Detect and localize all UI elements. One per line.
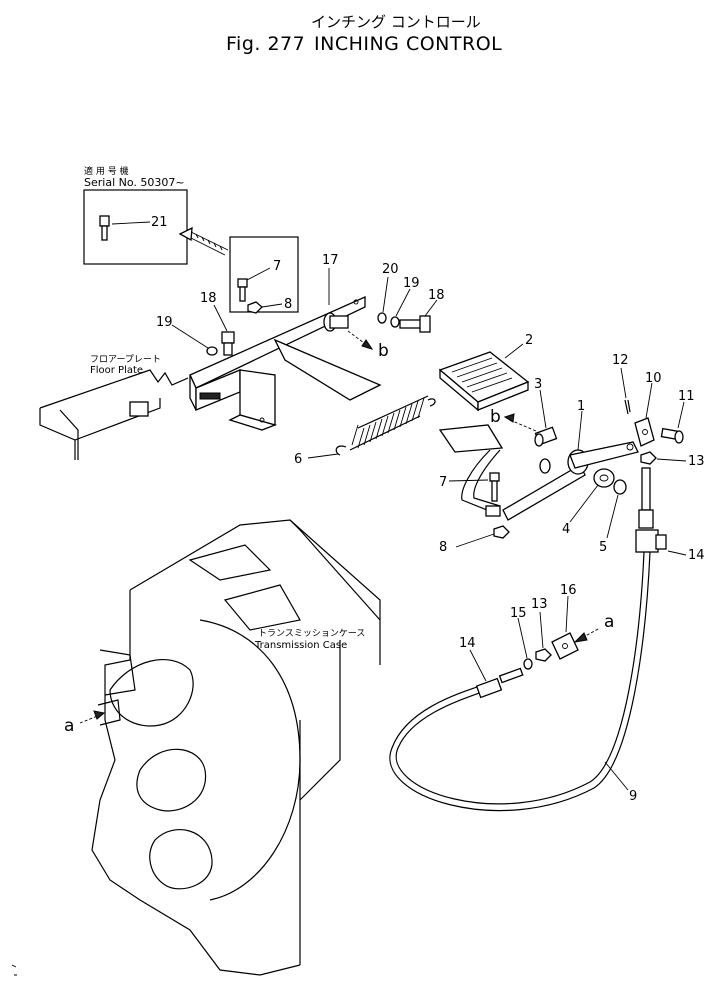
callout-12: 12 bbox=[612, 353, 629, 368]
washer-19-right-icon bbox=[390, 316, 400, 328]
floor-plate-en: Floor Plate bbox=[90, 365, 143, 376]
callout-7-bottom: 7 bbox=[439, 475, 447, 490]
floor-plate bbox=[39, 369, 189, 460]
transmission-case-en: Transmission Case bbox=[254, 640, 347, 651]
serial-number: Serial No. 50307~ bbox=[84, 176, 185, 189]
nut-13-right-icon bbox=[640, 451, 657, 465]
callout-15: 15 bbox=[510, 606, 527, 621]
callout-14-right: 14 bbox=[688, 548, 705, 563]
serial-box-frame bbox=[83, 189, 188, 265]
callout-18-left: 18 bbox=[200, 291, 217, 306]
bolt-7-detail-icon bbox=[237, 278, 248, 302]
title-english: INCHING CONTROL bbox=[314, 33, 502, 55]
callout-16: 16 bbox=[560, 583, 577, 598]
callout-4: 4 bbox=[562, 522, 570, 537]
nut-8-detail-icon bbox=[247, 301, 263, 314]
figure-number: Fig. 277 bbox=[226, 33, 305, 55]
callout-6: 6 bbox=[294, 452, 302, 467]
washer-4-icon bbox=[593, 468, 615, 488]
bushing-3 bbox=[534, 426, 558, 447]
transmission-case-jp: トランスミッションケース bbox=[258, 628, 365, 639]
callout-18-right: 18 bbox=[428, 288, 445, 303]
bolt-18-right-icon bbox=[399, 315, 431, 333]
floor-plate-jp: フロアープレート bbox=[90, 354, 161, 365]
callout-2: 2 bbox=[525, 333, 533, 348]
letter-b-top: b bbox=[378, 341, 389, 361]
callout-1: 1 bbox=[577, 399, 585, 414]
nut-8-icon bbox=[493, 525, 510, 539]
detail-box-frame bbox=[229, 236, 299, 313]
inching-cable bbox=[389, 551, 651, 812]
letter-a-left: a bbox=[64, 716, 74, 736]
bolt-18-left-icon bbox=[221, 331, 235, 356]
callout-10: 10 bbox=[645, 371, 662, 386]
washer-15-icon bbox=[523, 658, 533, 670]
callout-8-top: 8 bbox=[284, 297, 292, 312]
callout-8-bottom: 8 bbox=[439, 540, 447, 555]
pivot-shaft bbox=[323, 312, 349, 332]
washer-19-left-icon bbox=[206, 346, 218, 356]
callout-3: 3 bbox=[534, 377, 542, 392]
callout-11: 11 bbox=[678, 389, 695, 404]
callout-7-top: 7 bbox=[273, 259, 281, 274]
washer-20-icon bbox=[377, 312, 387, 324]
callout-14-left: 14 bbox=[459, 636, 476, 651]
callout-20: 20 bbox=[382, 262, 399, 277]
snap-ring-5-icon bbox=[613, 479, 627, 495]
callout-9: 9 bbox=[629, 789, 637, 804]
title-japanese: インチング コントロール bbox=[311, 13, 481, 31]
callout-17: 17 bbox=[322, 253, 339, 268]
transmission-case bbox=[91, 519, 381, 976]
letter-b-mid: b bbox=[490, 407, 501, 427]
cable-end-rod bbox=[635, 467, 667, 553]
cable-end-left bbox=[475, 667, 524, 699]
callout-21: 21 bbox=[151, 215, 168, 230]
pin-11-icon bbox=[660, 427, 684, 444]
bolt-7-icon bbox=[489, 472, 500, 502]
pedal-bracket bbox=[189, 295, 382, 431]
pedal-pad bbox=[438, 351, 530, 412]
direction-arrow-icon bbox=[178, 226, 229, 256]
nut-13-left-icon bbox=[535, 648, 552, 662]
callout-19-right: 19 bbox=[403, 276, 420, 291]
letter-a-right: a bbox=[604, 612, 614, 632]
cotter-pin-12-icon bbox=[624, 399, 631, 415]
bolt-21-icon bbox=[99, 215, 110, 241]
return-spring bbox=[335, 395, 436, 456]
callout-19-left: 19 bbox=[156, 315, 173, 330]
clevis-10 bbox=[634, 417, 655, 447]
callout-13-left: 13 bbox=[531, 597, 548, 612]
serial-jp: 適 用 号 機 bbox=[84, 165, 129, 177]
callout-13-right: 13 bbox=[688, 454, 705, 469]
clevis-16 bbox=[551, 632, 579, 660]
pedal-lever bbox=[438, 424, 639, 521]
callout-5: 5 bbox=[599, 540, 607, 555]
